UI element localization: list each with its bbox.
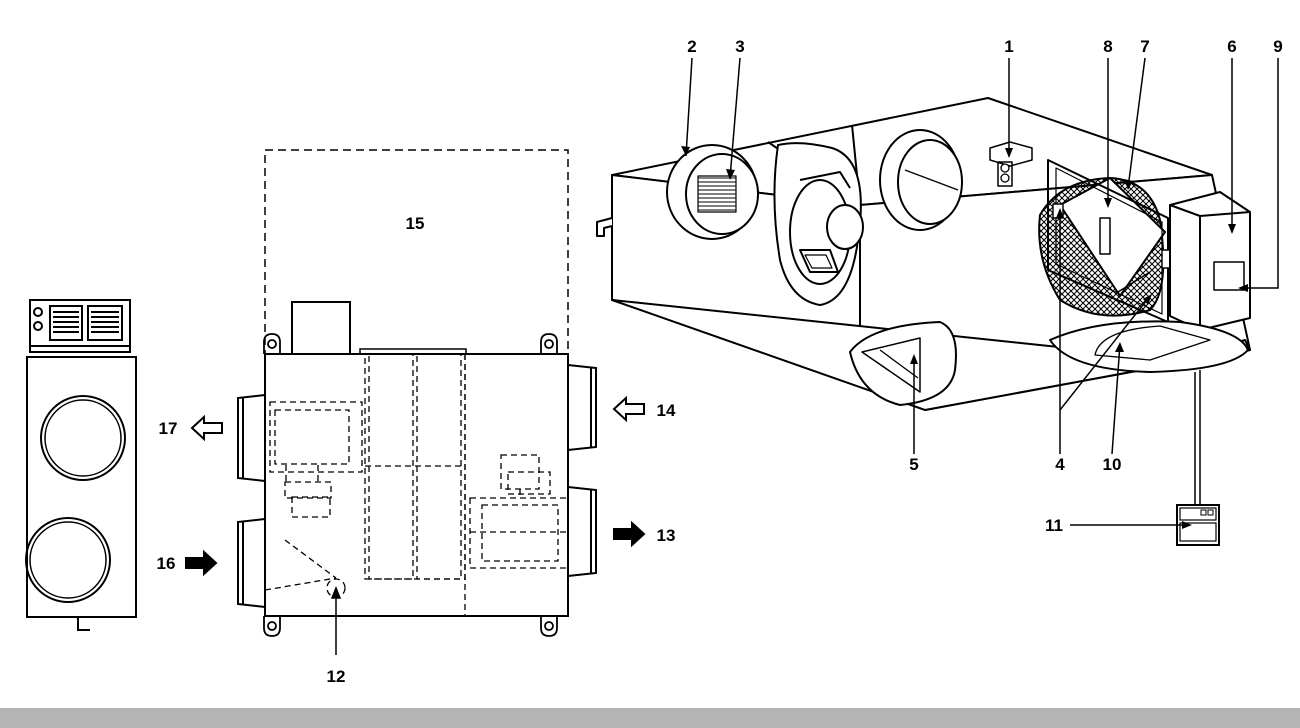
callout-1: 1 — [1004, 37, 1013, 56]
diagram-canvas: 1 2 3 4 5 6 7 8 9 10 11 12 13 14 15 16 1… — [25, 37, 1283, 686]
callout-9: 9 — [1273, 37, 1282, 56]
exhaust-arrow-icon — [190, 414, 223, 442]
terminal-cover — [1213, 261, 1245, 291]
side-view-unit — [25, 299, 137, 631]
isometric-unit — [596, 97, 1251, 505]
callout-labels: 1 2 3 4 5 6 7 8 9 10 11 12 13 14 15 16 1… — [157, 37, 1283, 686]
callout-7: 7 — [1140, 37, 1149, 56]
side-control-box-base — [29, 345, 131, 353]
drain-pipe — [77, 617, 90, 631]
side-view-body — [26, 356, 137, 618]
side-duct-opening-top — [40, 395, 126, 481]
supply-arrow-icon — [613, 520, 646, 548]
vent-grille-icon — [49, 305, 83, 341]
bypass-damper — [861, 337, 921, 393]
side-duct-opening-bottom — [25, 517, 111, 603]
vent-grille-icon — [87, 305, 123, 341]
indicator-light-icon — [33, 321, 43, 331]
callout-12: 12 — [327, 667, 346, 686]
leader-arrowheads — [681, 146, 1248, 529]
callout-15: 15 — [406, 214, 425, 233]
callout-17: 17 — [159, 419, 178, 438]
airflow-arrows — [185, 395, 646, 577]
callout-8: 8 — [1103, 37, 1112, 56]
callout-2: 2 — [687, 37, 696, 56]
callout-4: 4 — [1055, 455, 1065, 474]
left-duct-collars — [237, 394, 266, 608]
hanger-brackets — [263, 333, 558, 637]
callout-3: 3 — [735, 37, 744, 56]
leader-12 — [330, 585, 342, 655]
return-arrow-icon — [612, 395, 645, 423]
leader-lines — [685, 57, 1279, 526]
remote-controller — [1176, 504, 1220, 546]
callout-10: 10 — [1103, 455, 1122, 474]
right-duct-collars — [567, 364, 597, 577]
service-space-outline — [264, 149, 569, 355]
top-view-unit — [237, 149, 597, 637]
intake-arrow-icon — [185, 549, 218, 577]
callout-13: 13 — [657, 526, 676, 545]
top-control-box — [291, 301, 351, 355]
internal-components — [264, 353, 569, 616]
indicator-light-icon — [33, 307, 43, 317]
damper-grille — [697, 175, 737, 213]
callout-14: 14 — [657, 401, 676, 420]
callout-11: 11 — [1045, 516, 1063, 535]
callout-5: 5 — [909, 455, 918, 474]
callout-16: 16 — [157, 554, 176, 573]
callout-6: 6 — [1227, 37, 1236, 56]
bottom-bar — [0, 708, 1300, 728]
